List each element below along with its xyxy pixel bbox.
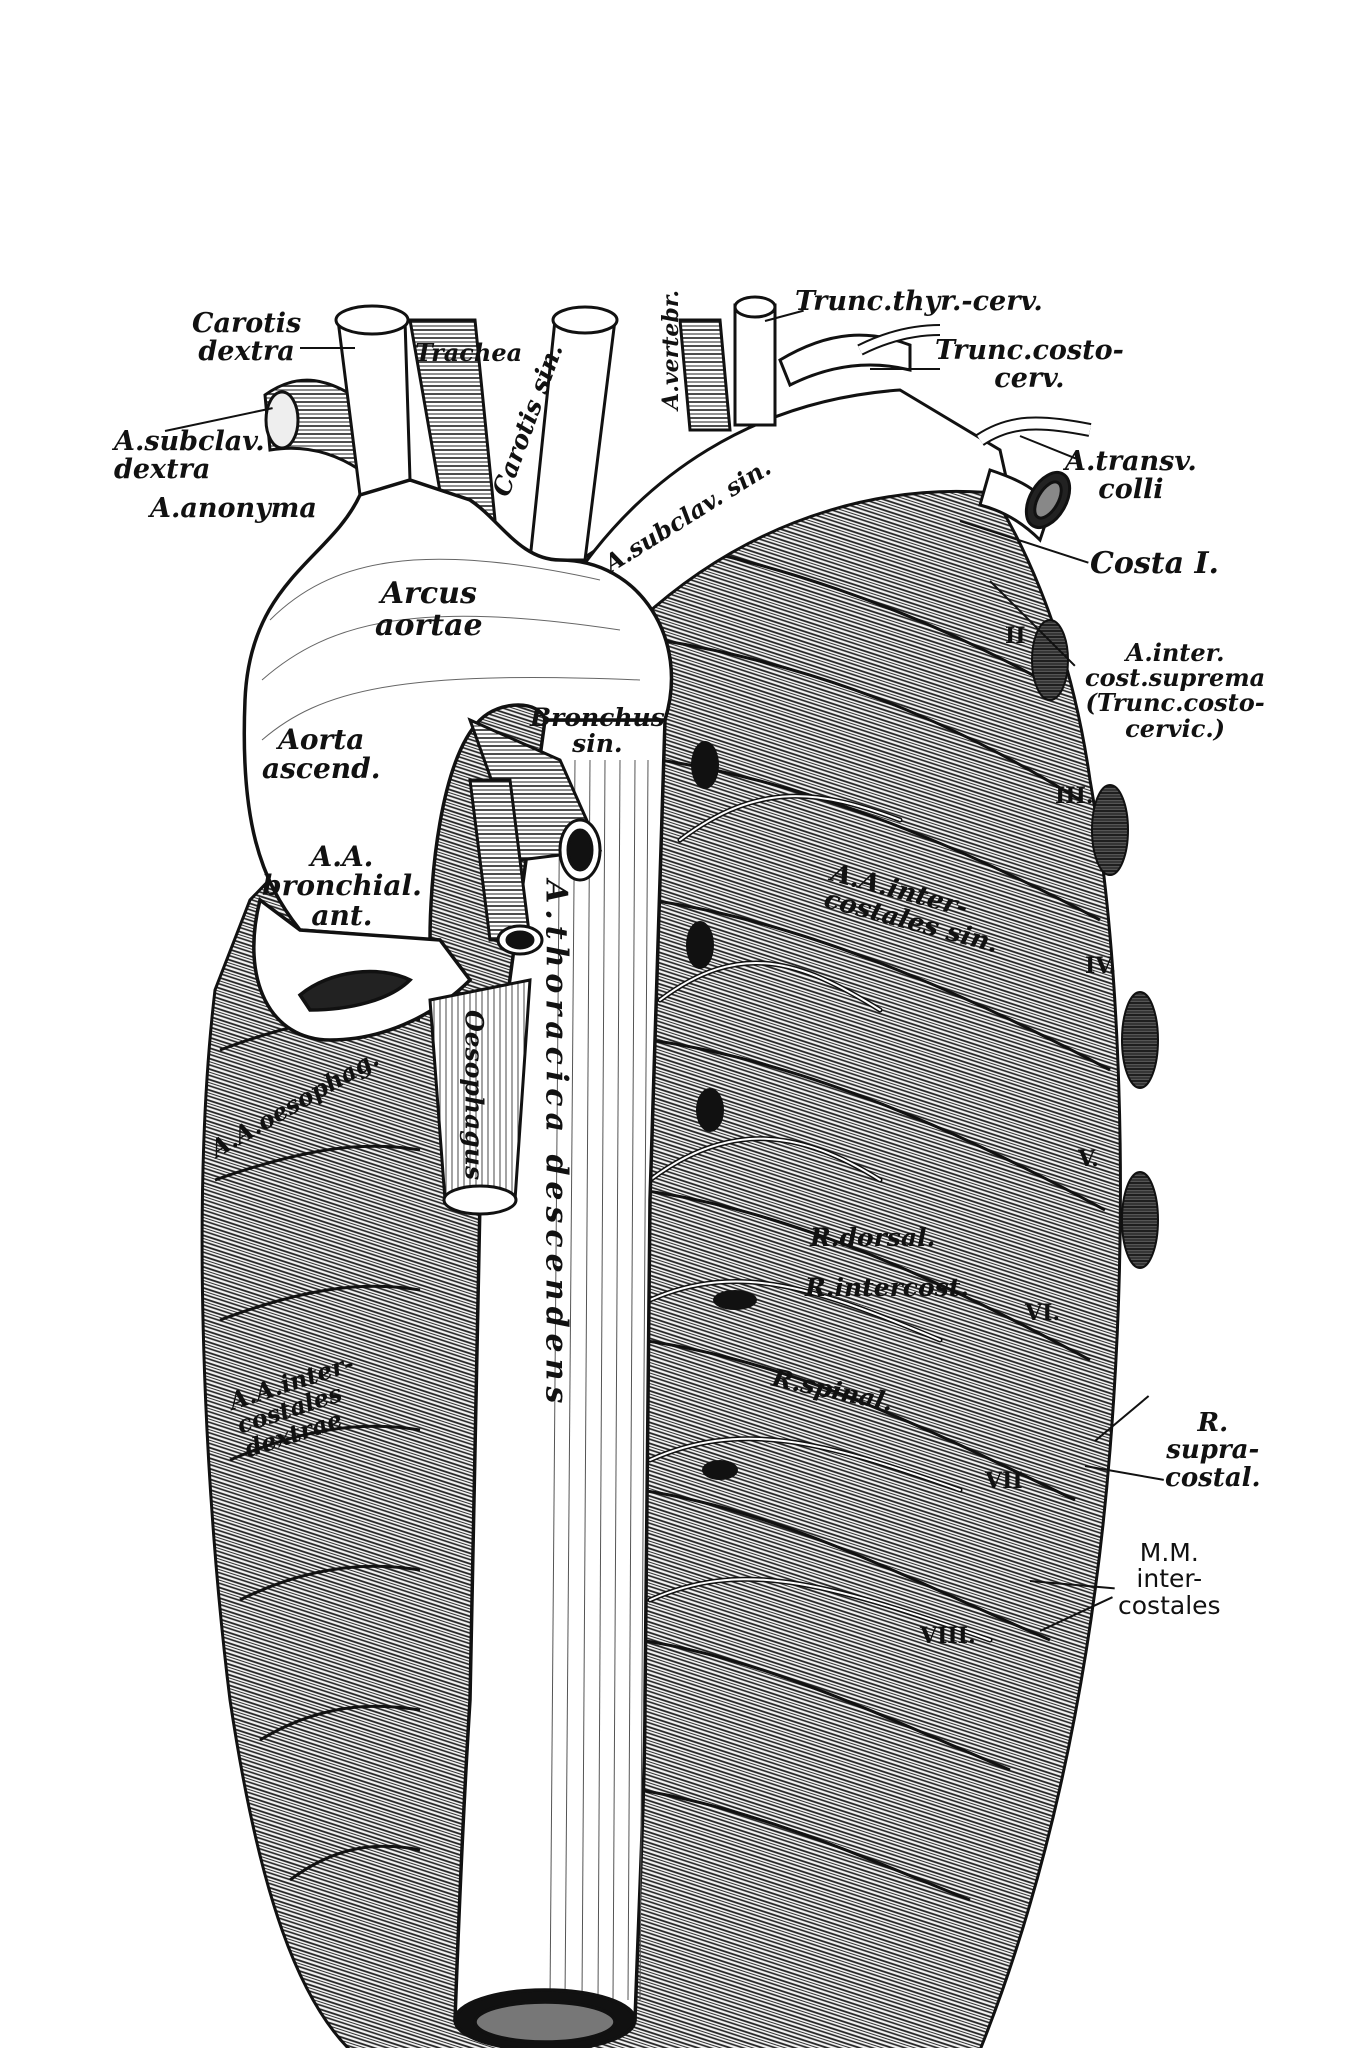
label-a-vertebr: A.vertebr. [658,290,684,410]
leader-carotis-dextra [300,347,355,349]
label-trachea: Trachea [415,338,523,367]
label-r-intercost: R.intercost. [805,1273,970,1302]
label-aa-bronchial-ant: A.A. bronchial. ant. [262,840,422,932]
rib-label-iii: III. [1055,783,1094,809]
neck-vessels [263,295,1092,622]
label-a-inter-cost-suprema: A.inter. cost.suprema (Trunc.costo- cerv… [1085,638,1266,743]
rib-label-vi: VI. [1025,1300,1061,1326]
label-anonyma: A.anonyma [150,493,317,524]
rib-label-ii: II [1005,623,1026,649]
label-aorta-ascend: Aorta ascend. [262,723,381,786]
label-a-transv-colli: A.transv. colli [1065,446,1197,506]
rib-label-v: V. [1078,1146,1099,1172]
label-oesophagus: Oesophagus [459,1010,489,1181]
label-carotis-dextra: Carotis dextra [192,308,302,368]
rib-label-vii: VII [985,1468,1023,1494]
label-a-thoracica-descendens: A.thoracica descendens [538,880,574,1410]
label-r-dorsal: R.dorsal. [810,1223,936,1252]
label-mm-intercostales: M.M. inter- costales [1118,1538,1221,1620]
label-bronchus-sin: Bronchus sin. [530,703,665,759]
label-subclav-dextra: A.subclav. dextra [114,426,265,486]
label-arcus-aortae: Arcus aortae [375,576,483,643]
label-trunc-costo-cerv: Trunc.costo- cerv. [935,335,1124,395]
leader-trunc-costo [870,368,940,370]
label-r-supracostal: R. supra- costal. [1165,1408,1261,1493]
label-trunc-thyr-cerv: Trunc.thyr.-cerv. [795,286,1043,317]
label-costa-1: Costa I. [1090,546,1219,581]
aorta [242,478,674,2048]
rib-label-iv: IV. [1085,953,1117,979]
bronchus-oesophagus [428,717,603,1216]
rib-label-viii: VIII. [920,1623,976,1649]
